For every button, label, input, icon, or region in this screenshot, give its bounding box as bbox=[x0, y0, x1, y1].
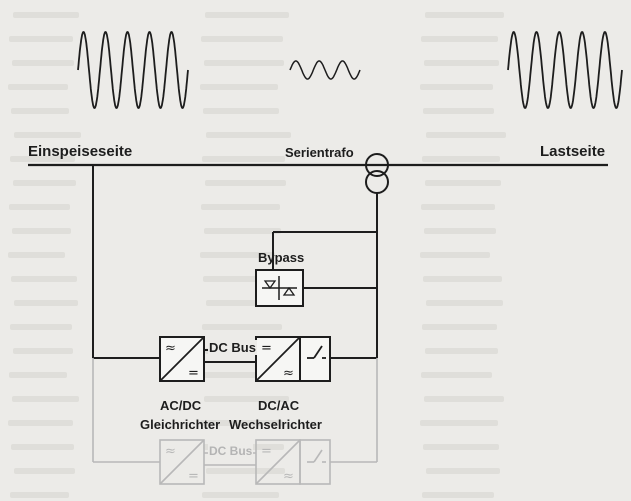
svg-text:=: = bbox=[188, 366, 199, 381]
load-side-label: Lastseite bbox=[540, 143, 606, 160]
svg-text:=: = bbox=[261, 444, 272, 459]
series-transformer-label: Serientrafo bbox=[285, 145, 354, 160]
thyristor-switch-icon bbox=[255, 269, 304, 307]
svg-text:≈: ≈ bbox=[165, 444, 176, 459]
inverter-type-label: DC/AC bbox=[258, 398, 300, 413]
svg-text:=: = bbox=[188, 469, 199, 484]
rectifier-type-label: AC/DC bbox=[160, 398, 202, 413]
switch-icon bbox=[299, 336, 331, 382]
svg-text:≈: ≈ bbox=[165, 341, 176, 356]
svg-text:≈: ≈ bbox=[283, 366, 294, 381]
rectifier-converter-icon: ≈ = bbox=[159, 336, 205, 382]
rectifier-name-label: Gleichrichter bbox=[140, 417, 221, 432]
inverter-converter-icon: = ≈ bbox=[255, 336, 301, 382]
supply-side-label: Einspeiseseite bbox=[28, 143, 133, 160]
injected-sine-wave-icon bbox=[289, 60, 361, 80]
dc-bus-label: DC Bus bbox=[208, 340, 257, 355]
svg-text:≈: ≈ bbox=[283, 469, 294, 484]
bypass-label: Bypass bbox=[258, 250, 305, 265]
ghost-dc-bus-label: DC Bus bbox=[208, 444, 254, 458]
ghost-converter-chain bbox=[92, 358, 378, 485]
svg-text:=: = bbox=[261, 341, 272, 356]
supply-sine-wave-icon bbox=[77, 30, 189, 110]
load-sine-wave-icon bbox=[507, 30, 623, 110]
inverter-name-label: Wechselrichter bbox=[229, 417, 322, 432]
